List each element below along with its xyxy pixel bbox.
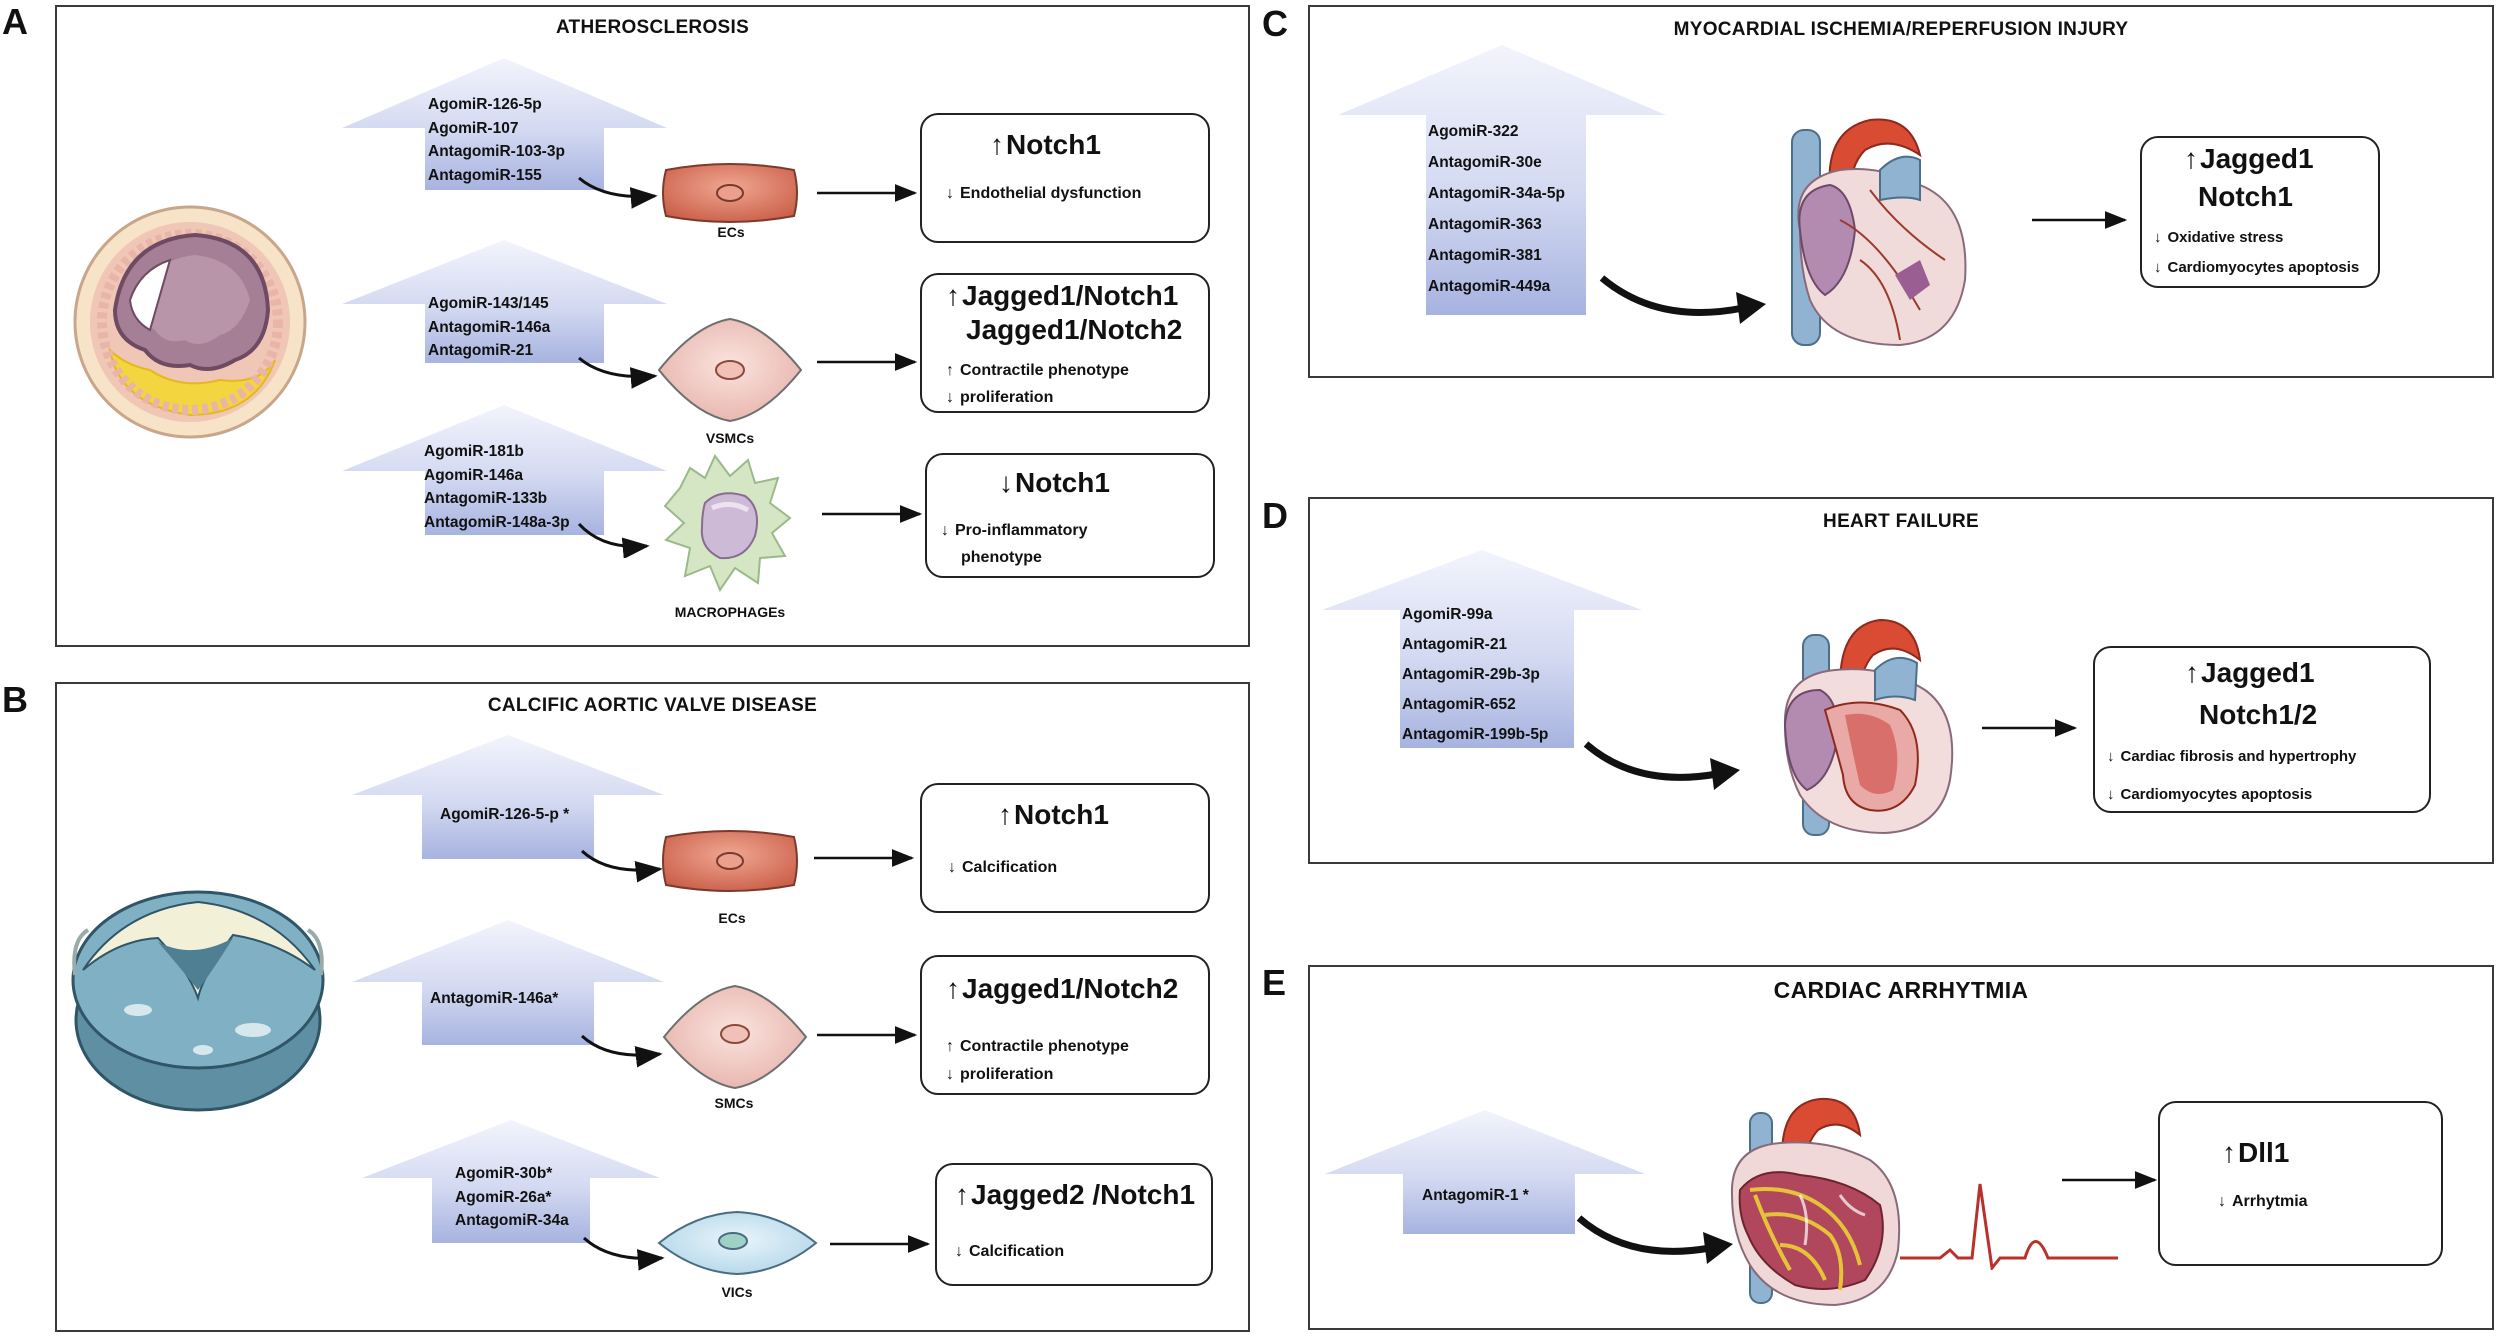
panel-a-row2-mirna-list: AgomiR-143/145 AntagomiR-146a AntagomiR-…	[428, 295, 551, 359]
panel-e-mirna-list: AntagomiR-1 *	[1422, 1187, 1529, 1204]
panel-a-row3-cell-label: MACROPHAGEs	[674, 604, 786, 620]
panel-b-row2-mirna-list: AntagomiR-146a*	[430, 990, 559, 1007]
panel-a-row1-curved-arrow	[578, 176, 658, 209]
panel-a-row2-cell-label: VSMCs	[705, 430, 755, 446]
panel-b-row1-result-arrow	[814, 849, 915, 867]
panel-a-row3-result-arrow	[822, 505, 923, 523]
panel-c-result-arrow	[2032, 211, 2128, 229]
panel-c-outcome-box: ↑Jagged1 Notch1 ↓Oxidative stress ↓Cardi…	[2140, 136, 2380, 288]
panel-a-row3-curved-arrow	[577, 522, 650, 558]
panel-d-curved-arrow	[1583, 741, 1740, 790]
smooth-muscle-cell-icon	[662, 984, 808, 1090]
panel-c-mirna-arrow	[1338, 45, 1666, 315]
endothelial-cell-icon-b	[662, 830, 798, 892]
panel-b-row3-mirna-list: AgomiR-30b* AgomiR-26a* AntagomiR-34a	[455, 1165, 569, 1229]
panel-b-row3-outcome-box: ↑Jagged2 /Notch1 ↓Calcification	[935, 1163, 1213, 1286]
panel-e-mirna-arrow	[1325, 1110, 1645, 1234]
panel-a-title: ATHEROSCLEROSIS	[555, 17, 750, 38]
panel-a-row1-cell-label: ECs	[717, 224, 745, 240]
panel-d-result-arrow	[1982, 719, 2078, 737]
panel-b-row1-outcome-box: ↑Notch1 ↓Calcification	[920, 783, 1210, 913]
panel-b-row2-cell-label: SMCs	[714, 1095, 754, 1111]
endothelial-cell-icon	[662, 163, 798, 223]
panel-a-row2-result-arrow	[817, 353, 918, 371]
heart-illustration-d	[1783, 618, 1954, 836]
panel-a-row1-result-arrow	[817, 184, 918, 202]
aortic-valve-illustration	[71, 890, 325, 1112]
macrophage-icon	[663, 454, 792, 593]
panel-b-row3-curved-arrow	[582, 1236, 665, 1271]
panel-b-row2-curved-arrow	[580, 1034, 663, 1068]
valvular-interstitial-cell-icon	[657, 1210, 818, 1276]
panel-e-letter: E	[1262, 962, 1287, 1003]
panel-b-letter: B	[2, 679, 28, 720]
heart-illustration-c	[1791, 118, 1967, 347]
panel-e-result-arrow	[2062, 1171, 2158, 1189]
panel-e-curved-arrow	[1576, 1215, 1733, 1264]
panel-a-row1-mirna-arrow	[342, 58, 667, 190]
panel-b-row1-curved-arrow	[580, 849, 663, 883]
panel-d-mirna-arrow	[1322, 550, 1642, 748]
artery-cross-section-illustration	[73, 205, 307, 439]
panel-b-row2-result-arrow	[817, 1026, 918, 1044]
panel-c-curved-arrow	[1599, 275, 1766, 324]
panel-b-row1-cell-label: ECs	[718, 910, 746, 926]
panel-a-row2-outcome-box: ↑Jagged1/Notch1 Jagged1/Notch2 ↑Contract…	[920, 273, 1210, 413]
panel-d-mirna-list: AgomiR-99a AntagomiR-21 AntagomiR-29b-3p…	[1402, 606, 1549, 743]
panel-b-title: CALCIFIC AORTIC VALVE DISEASE	[487, 695, 818, 716]
panel-c-title: MYOCARDIAL ISCHEMIA/REPERFUSION INJURY	[1673, 19, 2129, 40]
panel-a-row3-mirna-arrow	[342, 405, 667, 535]
panel-d-outcome-box: ↑Jagged1 Notch1/2 ↓Cardiac fibrosis and …	[2093, 646, 2431, 813]
panel-d-letter: D	[1262, 495, 1288, 536]
panel-d-title: HEART FAILURE	[1823, 511, 1979, 532]
panel-b-row3-cell-label: VICs	[721, 1284, 753, 1300]
panel-a-letter: A	[2, 1, 28, 42]
panel-e-outcome-box: ↑Dll1 ↓Arrhytmia	[2158, 1101, 2443, 1266]
panel-c-letter: C	[1262, 3, 1288, 44]
panel-b-row1-mirna-list: AgomiR-126-5-p *	[440, 806, 570, 823]
panel-a-row3-outcome-box: ↓Notch1 ↓Pro-inflammatory phenotype	[925, 453, 1215, 578]
panel-b-row1-mirna-arrow	[352, 735, 664, 859]
panel-e-title: CARDIAC ARRHYTMIA	[1773, 977, 2029, 1003]
panel-a-row2-curved-arrow	[578, 356, 658, 389]
ecg-trace-icon	[1900, 1183, 2118, 1270]
panel-a-row3-mirna-list: AgomiR-181b AgomiR-146a AntagomiR-133b A…	[424, 443, 570, 531]
panel-a-row1-outcome-box: ↑Notch1 ↓Endothelial dysfunction	[920, 113, 1210, 243]
vascular-smooth-muscle-cell-icon	[657, 317, 803, 423]
panel-a-row2-mirna-arrow	[342, 240, 667, 363]
panel-a-row1-mirna-list: AgomiR-126-5p AgomiR-107 AntagomiR-103-3…	[428, 96, 565, 184]
panel-c-mirna-list: AgomiR-322 AntagomiR-30e AntagomiR-34a-5…	[1428, 123, 1565, 295]
panel-b-row2-outcome-box: ↑Jagged1/Notch2 ↑Contractile phenotype ↓…	[920, 955, 1210, 1095]
notch1-label: Notch1	[1006, 129, 1101, 160]
heart-conduction-illustration	[1730, 1097, 1901, 1307]
panel-b-row3-result-arrow	[830, 1235, 931, 1253]
panel-b-row3-mirna-arrow	[362, 1120, 660, 1243]
panel-b-row2-mirna-arrow	[352, 920, 664, 1045]
